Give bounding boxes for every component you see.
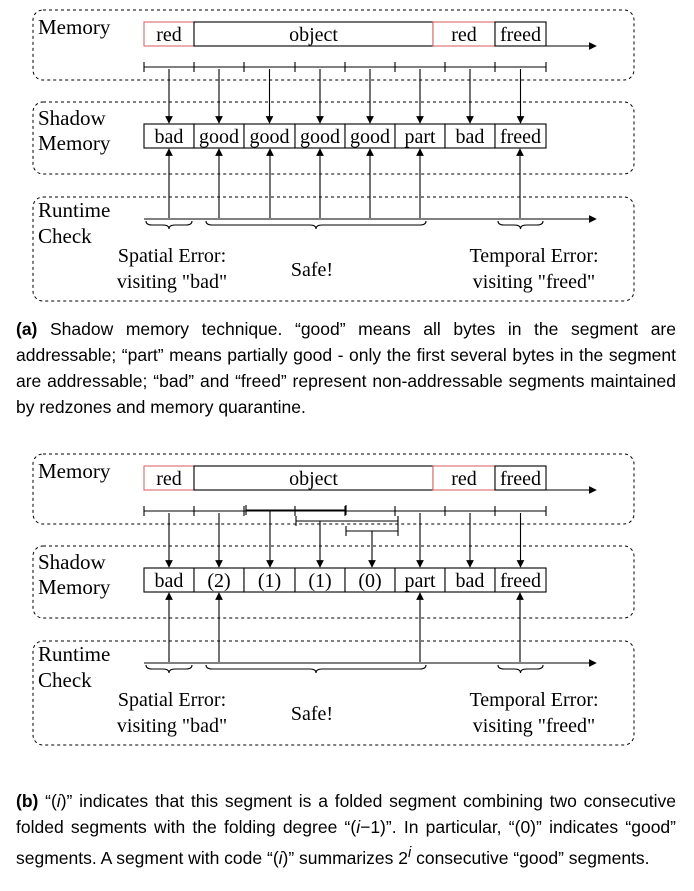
spatial-error-brace [145,664,193,674]
caption-b-tag: (b) [16,791,39,811]
caption-a-text: Shadow memory technique. “good” means al… [16,319,676,417]
shadow-row-label: Memory [38,575,111,599]
memory-segment-freed [494,21,547,47]
shadow-cell-label: part [404,126,436,148]
shadow-row-label: Shadow [38,106,107,130]
memory-segment-label: freed [500,24,541,46]
spatial-error-label: Spatial Error: [118,689,226,711]
shadow-row-label: Shadow [38,550,107,574]
shadow-cell-label: good [350,126,390,148]
memory-segment-label: red [451,24,477,46]
safe-brace [205,664,427,674]
runtime-row-label: Runtime [38,642,110,666]
memory-row-label: Memory [38,15,111,39]
shadow-cell-label: (1) [308,570,331,592]
safe-brace [205,220,427,230]
memory-row-label: Memory [38,459,111,483]
shadow-cell [344,123,396,149]
shadow-cell-label: freed [500,126,541,148]
spatial-error-label: visiting "bad" [117,271,227,293]
shadow-cell-label: (0) [358,570,381,592]
shadow-cell-label: good [250,126,290,148]
shadow-cell-label: bad [155,126,184,148]
shadow-cell-label: bad [155,570,184,592]
spatial-error-label: visiting "bad" [117,715,227,737]
memory-segment-label: red [156,468,182,490]
shadow-cell [294,567,346,593]
caption-b: (b) “(i)” indicates that this segment is… [16,788,676,871]
shadow-cell-label: part [404,570,436,592]
temporal-error-label: Temporal Error: [469,245,598,267]
shadow-cell-label: bad [456,570,485,592]
memory-segment-freed [494,465,547,491]
memory-segment-label: object [289,468,338,490]
safe-label: Safe! [291,259,333,281]
shadow-cell-label: bad [456,126,485,148]
shadow-cell [444,123,496,149]
shadow-cell [243,123,296,149]
memory-group-box [32,9,635,81]
spatial-error-label: Spatial Error: [118,245,226,267]
caption-a: (a) Shadow memory technique. “good” mean… [16,316,676,420]
memory-segment-label: freed [500,468,541,490]
temporal-error-brace [497,220,544,230]
shadow-group-box [32,545,635,619]
memory-segment-red [432,21,496,47]
shadow-group-box [32,101,635,175]
shadow-cell [394,567,446,593]
shadow-cell-label: good [300,126,340,148]
shadow-cell-label: freed [500,570,541,592]
spatial-error-brace [145,220,193,230]
runtime-group-box [32,640,635,746]
shadow-cell [494,123,547,149]
memory-group-box [32,453,635,525]
temporal-error-brace [497,664,544,674]
temporal-error-label: visiting "freed" [473,715,595,737]
shadow-cell [143,567,195,593]
memory-segment-label: red [451,468,477,490]
memory-segment-object [193,465,434,491]
safe-label: Safe! [291,703,333,725]
memory-segment-label: object [289,24,338,46]
shadow-cell [193,567,245,593]
temporal-error-label: visiting "freed" [473,271,595,293]
shadow-cell-label: (1) [258,570,281,592]
runtime-row-label: Runtime [38,198,110,222]
shadow-cell-label: good [199,126,239,148]
shadow-cell [143,123,195,149]
caption-a-tag: (a) [16,319,38,339]
runtime-group-box [32,196,635,302]
shadow-cell [243,567,296,593]
shadow-row-label: Memory [38,131,111,155]
shadow-cell-label: (2) [207,570,230,592]
memory-segment-label: red [156,24,182,46]
memory-segment-red [432,465,496,491]
memory-segment-object [193,21,434,47]
runtime-row-label: Check [38,224,92,248]
runtime-row-label: Check [38,668,92,692]
caption-b-text: “(i)” indicates that this segment is a f… [16,791,676,868]
temporal-error-label: Temporal Error: [469,689,598,711]
shadow-cell [494,567,547,593]
